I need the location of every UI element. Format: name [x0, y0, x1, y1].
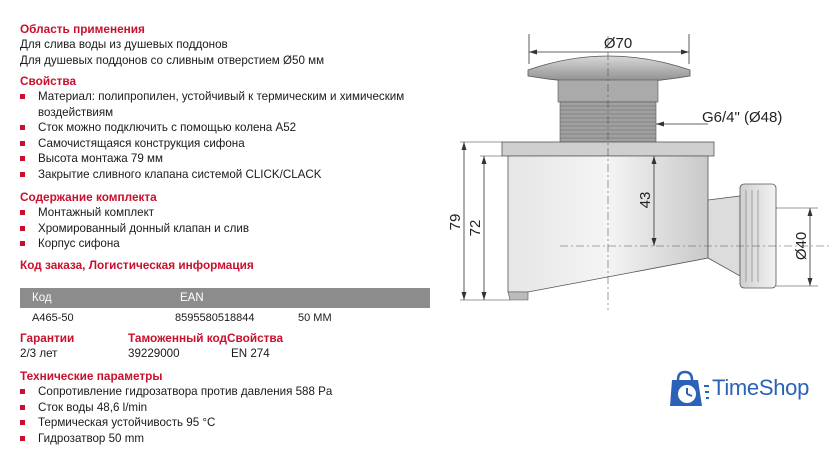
section-title-application: Область применения [20, 22, 145, 36]
dim-label-79: 79 [447, 214, 464, 231]
guarantee-value: 2/3 лет [20, 347, 58, 360]
dim-43-arrow [651, 238, 657, 246]
list-item-text: Гидрозатвор 50 mm [38, 431, 145, 445]
list-item: Корпус сифона [20, 236, 249, 252]
list-item-text: Монтажный комплект [38, 206, 155, 219]
section-technical: Технические параметры Сопротивление гидр… [20, 369, 332, 446]
list-item-text: Сопротивление гидрозатвора против давлен… [38, 385, 333, 398]
section-order: Код заказа, Логистическая информация [20, 258, 430, 273]
section-application: Область применения Для слива воды из душ… [20, 22, 324, 68]
bullet-icon [20, 125, 25, 130]
list-item: Термическая устойчивость 95 °C [20, 415, 332, 431]
table-cell-size: 50 MM [298, 312, 332, 324]
outlet-elbow [707, 195, 741, 277]
list-item: Сопротивление гидрозатвора против давлен… [20, 384, 332, 400]
dim-label-72: 72 [467, 220, 484, 237]
bullet-icon [20, 404, 25, 410]
bullet-icon [20, 389, 25, 394]
clock-bag-icon [670, 370, 709, 406]
list-item-text: Сток можно подключить с помощью колена A… [38, 121, 297, 134]
list-item: Монтажный комплект [20, 205, 249, 221]
list-item: Хромированный донный клапан и слив [20, 221, 249, 237]
section-title-technical: Технические параметры [20, 369, 163, 383]
table-row: A465-50 8595580518844 50 MM [20, 309, 430, 327]
bullet-icon [20, 435, 25, 441]
list-item: Материал: полипропилен, устойчивый к тер… [20, 89, 430, 120]
list-item-text: Термическая устойчивость 95 °C [38, 416, 216, 429]
dim-79-arrow [461, 292, 467, 300]
dim-72-arrow [481, 292, 487, 300]
list-item-text: Сток воды 48,6 l/min [38, 400, 148, 414]
bullet-icon [20, 171, 25, 177]
list-item: Закрытие сливного клапана системой CLICK… [20, 167, 430, 183]
section-title-order: Код заказа, Логистическая информация [20, 258, 254, 272]
customs-title-text: Таможенный код [128, 331, 228, 345]
application-line: Для душевых поддонов со сливным отверсти… [20, 53, 325, 67]
table-cell-code: A465-50 [32, 312, 74, 324]
dim-79-arrow [461, 142, 467, 150]
siphon-base [507, 291, 529, 301]
order-table-header: Код EAN [20, 288, 430, 308]
list-item-text: Материал: полипропилен, устойчивый к тер… [38, 90, 405, 119]
section-title-customs: Таможенный кодСвойства [128, 331, 283, 346]
thread-leader-arrow [656, 121, 664, 127]
dim-40-arrow [807, 208, 813, 216]
dim-40-arrow [807, 278, 813, 286]
section-properties: Свойства Материал: полипропилен, устойчи… [20, 74, 430, 182]
table-header-code: Код [32, 292, 52, 304]
bullet-icon [20, 241, 25, 246]
dim-label-43: 43 [637, 192, 654, 209]
list-item-text: Хромированный донный клапан и слив [38, 221, 249, 235]
logo-text: TimeShop [712, 375, 810, 400]
application-line: Для слива воды из душевых поддонов [20, 38, 228, 51]
section-title-properties: Свойства [20, 74, 77, 88]
dim-top-width [528, 34, 690, 64]
drain-cap [527, 55, 691, 84]
bullet-icon [20, 140, 25, 146]
list-item: Сток воды 48,6 l/min [20, 400, 332, 416]
timeshop-logo: TimeShop [668, 368, 838, 412]
list-item: Самочистящаяся конструкция сифона [20, 136, 430, 152]
section-title-package: Содержание комплекта [20, 190, 157, 204]
list-item: Гидрозатвор 50 mm [20, 431, 332, 447]
dim-72-arrow [481, 156, 487, 164]
list-item: Высота монтажа 79 мм [20, 151, 430, 167]
dim-label-40: Ø40 [793, 232, 810, 260]
list-item: Сток можно подключить с помощью колена A… [20, 120, 430, 136]
list-item-text: Самочистящаяся конструкция сифона [38, 136, 245, 150]
table-cell-ean: 8595580518844 [175, 312, 255, 324]
section-package: Содержание комплекта Монтажный комплект … [20, 190, 249, 252]
bullet-icon [20, 210, 25, 215]
properties-title-text: Свойства [227, 331, 284, 345]
bullet-icon [20, 156, 25, 161]
standard-value: EN 274 [231, 347, 270, 360]
table-header-ean: EAN [180, 292, 204, 304]
siphon-technical-drawing: Ø70 G6/4" (Ø48) 43 79 72 [447, 34, 830, 310]
customs-code-value: 39229000 [128, 347, 180, 360]
dim-label-top: Ø70 [604, 35, 632, 52]
list-item-text: Корпус сифона [38, 237, 120, 250]
dim-label-thread: G6/4" (Ø48) [702, 109, 782, 126]
list-item-text: Закрытие сливного клапана системой CLICK… [38, 167, 322, 181]
bullet-icon [20, 225, 25, 231]
section-title-guarantee: Гарантии [20, 331, 75, 345]
bullet-icon [20, 94, 25, 99]
list-item-text: Высота монтажа 79 мм [38, 152, 163, 165]
bullet-icon [20, 420, 25, 425]
dim-43-arrow [651, 156, 657, 164]
